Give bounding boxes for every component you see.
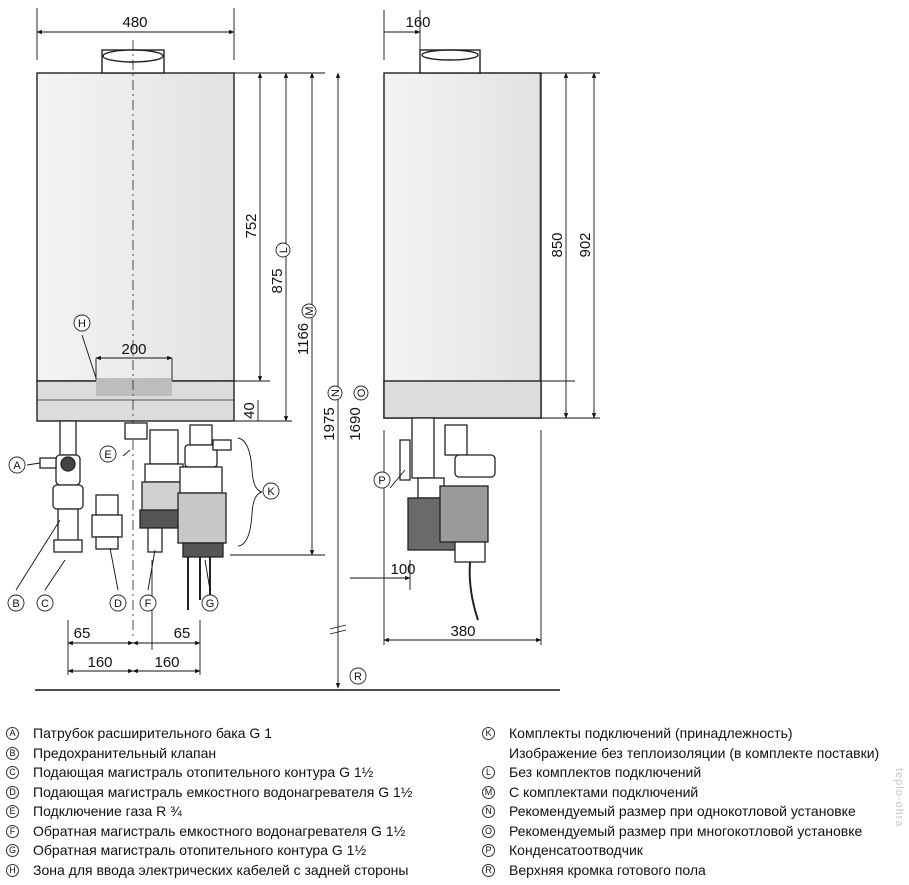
legend-text: Предохранительный клапан — [33, 744, 217, 761]
boiler-dimension-drawing: 480 200 752 875 1166 1975 1690 40 65 65 … — [7, 8, 600, 691]
dim-bottom-offset: 40 — [241, 402, 258, 419]
legend-letter: R — [482, 863, 495, 877]
dim-1166: 1166 — [295, 323, 312, 355]
legend-letter: L — [482, 766, 495, 780]
marker-circles — [7, 242, 391, 685]
legend-item: G Обратная магистраль отопительного конту… — [6, 841, 476, 861]
marker-e: E — [104, 449, 111, 461]
legend-text: Подающая магистраль емкостного водонагре… — [33, 783, 413, 800]
legend-text: С комплектами подключений — [509, 783, 699, 800]
front-connections — [39, 420, 232, 610]
legend-text: Изображение без теплоизоляции (в комплек… — [509, 744, 880, 761]
legend-letter: B — [6, 746, 19, 760]
legend-item: F Обратная магистраль емкостного водонагр… — [6, 822, 476, 842]
legend-text: Рекомендуемый размер при однокотловой ус… — [509, 803, 856, 819]
legend-item: E Подключение газа R ¾ — [6, 802, 476, 822]
legend-left: A Патрубок расширительного бака G 1 B Пред… — [6, 724, 476, 880]
marker-f: F — [145, 598, 152, 610]
side-connections — [399, 417, 496, 621]
dim-875: 875 — [269, 268, 286, 293]
legend-item: Изображение без теплоизоляции (в комплек… — [482, 744, 907, 764]
dim-side-depth: 160 — [405, 14, 430, 31]
legend-letter: H — [6, 863, 19, 877]
legend-text: Комплекты подключений (принадлежность) — [509, 725, 793, 741]
legend-text: Рекомендуемый размер при многокотловой у… — [509, 822, 863, 839]
legend-item: P Конденсатоотводчик — [482, 841, 907, 861]
legend-text: Обратная магистраль отопительного контур… — [33, 842, 367, 858]
marker-o: O — [356, 388, 368, 397]
dim-850: 850 — [549, 232, 566, 257]
legend-item: K Комплекты подключений (принадлежность) — [482, 724, 907, 744]
legend-letter: C — [6, 766, 19, 780]
legend-text: Патрубок расширительного бака G 1 — [33, 725, 272, 741]
dim-1975: 1975 — [321, 407, 338, 440]
marker-l: L — [278, 247, 290, 253]
legend-item: R Верхняя кромка готового пола — [482, 861, 907, 881]
legend-letter: E — [6, 805, 19, 819]
legend-item: O Рекомендуемый размер при многокотловой … — [482, 822, 907, 842]
legend-letter: D — [6, 785, 19, 799]
legend-letter: A — [6, 727, 19, 741]
front-view — [36, 40, 235, 640]
legend-text: Верхняя кромка готового пола — [509, 861, 706, 878]
legend-text: Обратная магистраль емкостного водонагре… — [33, 822, 406, 839]
legend-letter: M — [482, 785, 495, 799]
marker-d: D — [114, 598, 122, 610]
marker-a: A — [13, 460, 21, 472]
marker-letters: A E H K B C D F G P R L M N O — [12, 247, 385, 683]
legend-text: Конденсатоотводчик — [509, 842, 643, 858]
marker-n: N — [330, 389, 342, 397]
dimension-labels: 480 200 752 875 1166 1975 1690 40 65 65 … — [74, 14, 594, 671]
marker-m: M — [304, 306, 316, 315]
dim-spacing-right: 160 — [154, 654, 179, 671]
marker-c: C — [41, 598, 49, 610]
side-casing — [383, 72, 542, 419]
legend-item: A Патрубок расширительного бака G 1 — [6, 724, 476, 744]
legend-item: L Без комплектов подключений — [482, 763, 907, 783]
legend-letter: O — [482, 824, 495, 838]
dim-902: 902 — [577, 232, 594, 257]
legend-letter: P — [482, 844, 495, 858]
dim-front-width: 480 — [122, 14, 147, 31]
legend-item: N Рекомендуемый размер при однокотловой у… — [482, 802, 907, 822]
dimension-lines — [15, 8, 600, 691]
dim-side-offset: 100 — [390, 561, 415, 578]
dim-side-total: 380 — [450, 623, 475, 640]
legend-text: Подающая магистраль отопительного контур… — [33, 764, 374, 780]
dim-752: 752 — [243, 213, 260, 238]
legend-item: H Зона для ввода электрических кабелей с … — [6, 861, 476, 881]
legend-item: B Предохранительный клапан — [6, 744, 476, 764]
legend-text: Подключение газа R ¾ — [33, 803, 182, 819]
watermark: teplo-ohra — [893, 768, 905, 828]
dim-offset-right: 65 — [174, 625, 191, 642]
marker-r: R — [354, 671, 362, 683]
marker-g: G — [206, 598, 215, 610]
dim-spacing-left: 160 — [87, 654, 112, 671]
legend-item: M С комплектами подключений — [482, 783, 907, 803]
side-view — [383, 49, 542, 419]
legend-letter: N — [482, 805, 495, 819]
marker-p: P — [378, 475, 385, 487]
dim-1690: 1690 — [347, 407, 364, 440]
legend-letter: G — [6, 844, 19, 858]
front-casing — [36, 72, 235, 382]
dim-zone-width: 200 — [121, 341, 146, 358]
legend-letter: F — [6, 824, 19, 838]
legend-item: C Подающая магистраль отопительного конту… — [6, 763, 476, 783]
legend-text: Зона для ввода электрических кабелей с з… — [33, 861, 409, 878]
marker-k: K — [267, 486, 275, 498]
legend-item: D Подающая магистраль емкостного водонагр… — [6, 783, 476, 803]
dim-offset-left: 65 — [74, 625, 91, 642]
marker-b: B — [12, 598, 19, 610]
marker-h: H — [78, 318, 86, 330]
legend-text: Без комплектов подключений — [509, 764, 702, 780]
cable-entry-zone — [96, 378, 172, 396]
legend-letter: K — [482, 727, 495, 741]
